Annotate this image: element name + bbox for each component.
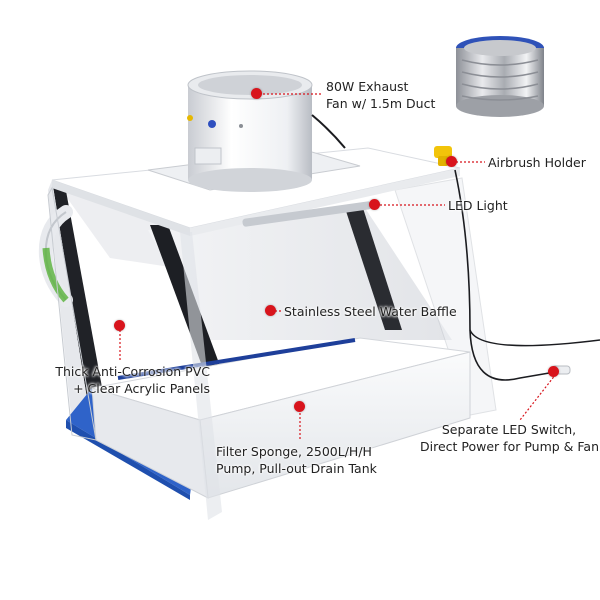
callout-water-baffle: Stainless Steel Water Baffle [284, 304, 457, 319]
callout-airbrush-holder: Airbrush Holder [488, 155, 586, 170]
callout-exhaust-fan: 80W Exhaust Fan w/ 1.5m Duct [326, 79, 436, 111]
callout-leaders [119, 93, 557, 440]
marker-exhaust-fan [251, 88, 262, 99]
drain-tank [91, 337, 471, 499]
airbrush-holder [434, 146, 452, 166]
marker-sponge-pump [294, 401, 305, 412]
marker-led-light [369, 199, 380, 210]
callout-switch: Separate LED Switch, Direct Power for Pu… [420, 422, 599, 454]
callout-led-light: LED Light [448, 198, 508, 213]
exhaust-fan [187, 70, 313, 192]
marker-panels [114, 320, 125, 331]
duct-roll-image [456, 36, 544, 117]
marker-airbrush-holder [446, 156, 457, 167]
led-light-bar [242, 201, 372, 227]
marker-water-baffle [265, 305, 276, 316]
marker-switch [548, 366, 559, 377]
callout-sponge-pump: Filter Sponge, 2500L/H/H Pump, Pull-out … [216, 444, 377, 476]
callout-panels: Thick Anti-Corrosion PVC + Clear Acrylic… [55, 364, 210, 396]
